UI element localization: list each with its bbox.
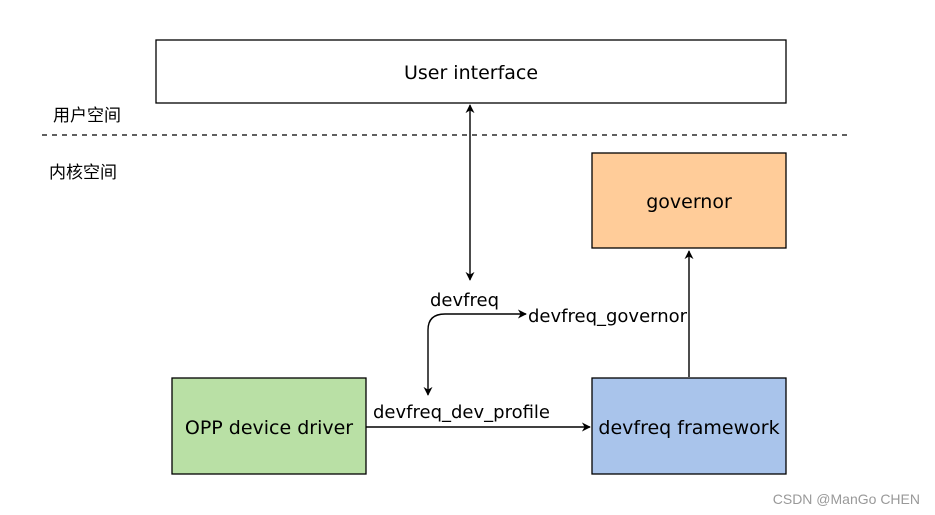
csdn-watermark: CSDN @ManGo CHEN [773,491,920,507]
devfreq-governor-label: devfreq_governor [528,306,688,327]
devfreq-framework-label: devfreq framework [598,417,779,439]
devfreq-framework-box [591,377,787,475]
user-space-label: 用户空间 [53,106,121,126]
governor-box [591,152,787,249]
user-interface-label: User interface [404,62,538,84]
governor-label: governor [646,191,732,213]
user-interface-box [155,39,787,104]
opp-device-driver-label: OPP device driver [185,417,353,439]
opp-device-driver-box [171,377,367,475]
devfreq-framework-node: devfreq framework [591,377,787,475]
kernel-space-label: 内核空间 [49,163,117,183]
opp-device-driver-node: OPP device driver [171,377,367,475]
user-interface-node: User interface [155,39,787,104]
devfreq-dev-profile-label: devfreq_dev_profile [373,402,550,423]
profile-governor-curve-arrow [423,309,527,396]
devfreq-label: devfreq [430,290,499,311]
governor-node: governor [591,152,787,249]
